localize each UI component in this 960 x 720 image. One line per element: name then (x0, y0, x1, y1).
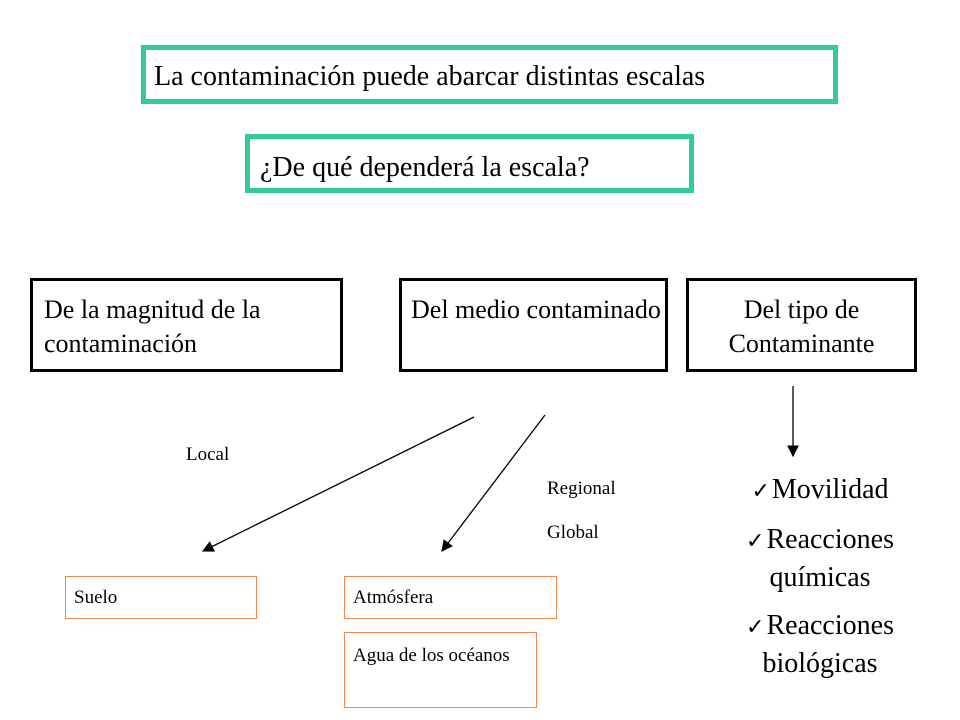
properties-list: ✓Movilidad ✓Reacciones químicas ✓Reaccio… (700, 472, 940, 694)
title-text: La contaminación puede abarcar distintas… (154, 61, 706, 92)
property-text: Reacciones biológicas (762, 610, 894, 679)
factor-magnitude-box: De la magnitud de la contaminación (30, 278, 343, 372)
factor-magnitude-text: De la magnitud de la contaminación (44, 295, 261, 358)
factor-type-box: Del tipo de Contaminante (686, 278, 917, 372)
property-item: ✓Reacciones biológicas (700, 608, 940, 682)
title-box: La contaminación puede abarcar distintas… (141, 45, 838, 104)
factor-medium-box: Del medio contaminado (399, 278, 668, 372)
property-item: ✓Movilidad (700, 472, 940, 510)
property-text: Movilidad (771, 474, 889, 505)
property-item: ✓Reacciones químicas (700, 522, 940, 596)
scale-regional-label: Regional (547, 478, 616, 499)
scale-local-label: Local (186, 444, 230, 465)
medium-atmosfera-box: Atmósfera (344, 576, 557, 619)
medium-suelo-text: Suelo (74, 587, 118, 608)
medium-agua-box: Agua de los océanos (344, 632, 537, 708)
question-box: ¿De qué dependerá la escala? (245, 134, 694, 193)
scale-global-label: Global (547, 522, 599, 543)
arrow-to-suelo (201, 416, 475, 552)
medium-atmosfera-text: Atmósfera (353, 587, 434, 608)
factor-medium-text: Del medio contaminado (411, 295, 661, 324)
check-icon: ✓ (746, 615, 765, 640)
arrow-to-atmosfera (441, 414, 546, 552)
property-text: Reacciones químicas (766, 524, 894, 593)
check-icon: ✓ (751, 479, 770, 504)
medium-agua-text: Agua de los océanos (353, 645, 510, 666)
factor-type-text: Del tipo de Contaminante (728, 295, 875, 358)
question-text: ¿De qué dependerá la escala? (260, 152, 590, 183)
check-icon: ✓ (746, 529, 765, 554)
medium-suelo-box: Suelo (65, 576, 257, 619)
